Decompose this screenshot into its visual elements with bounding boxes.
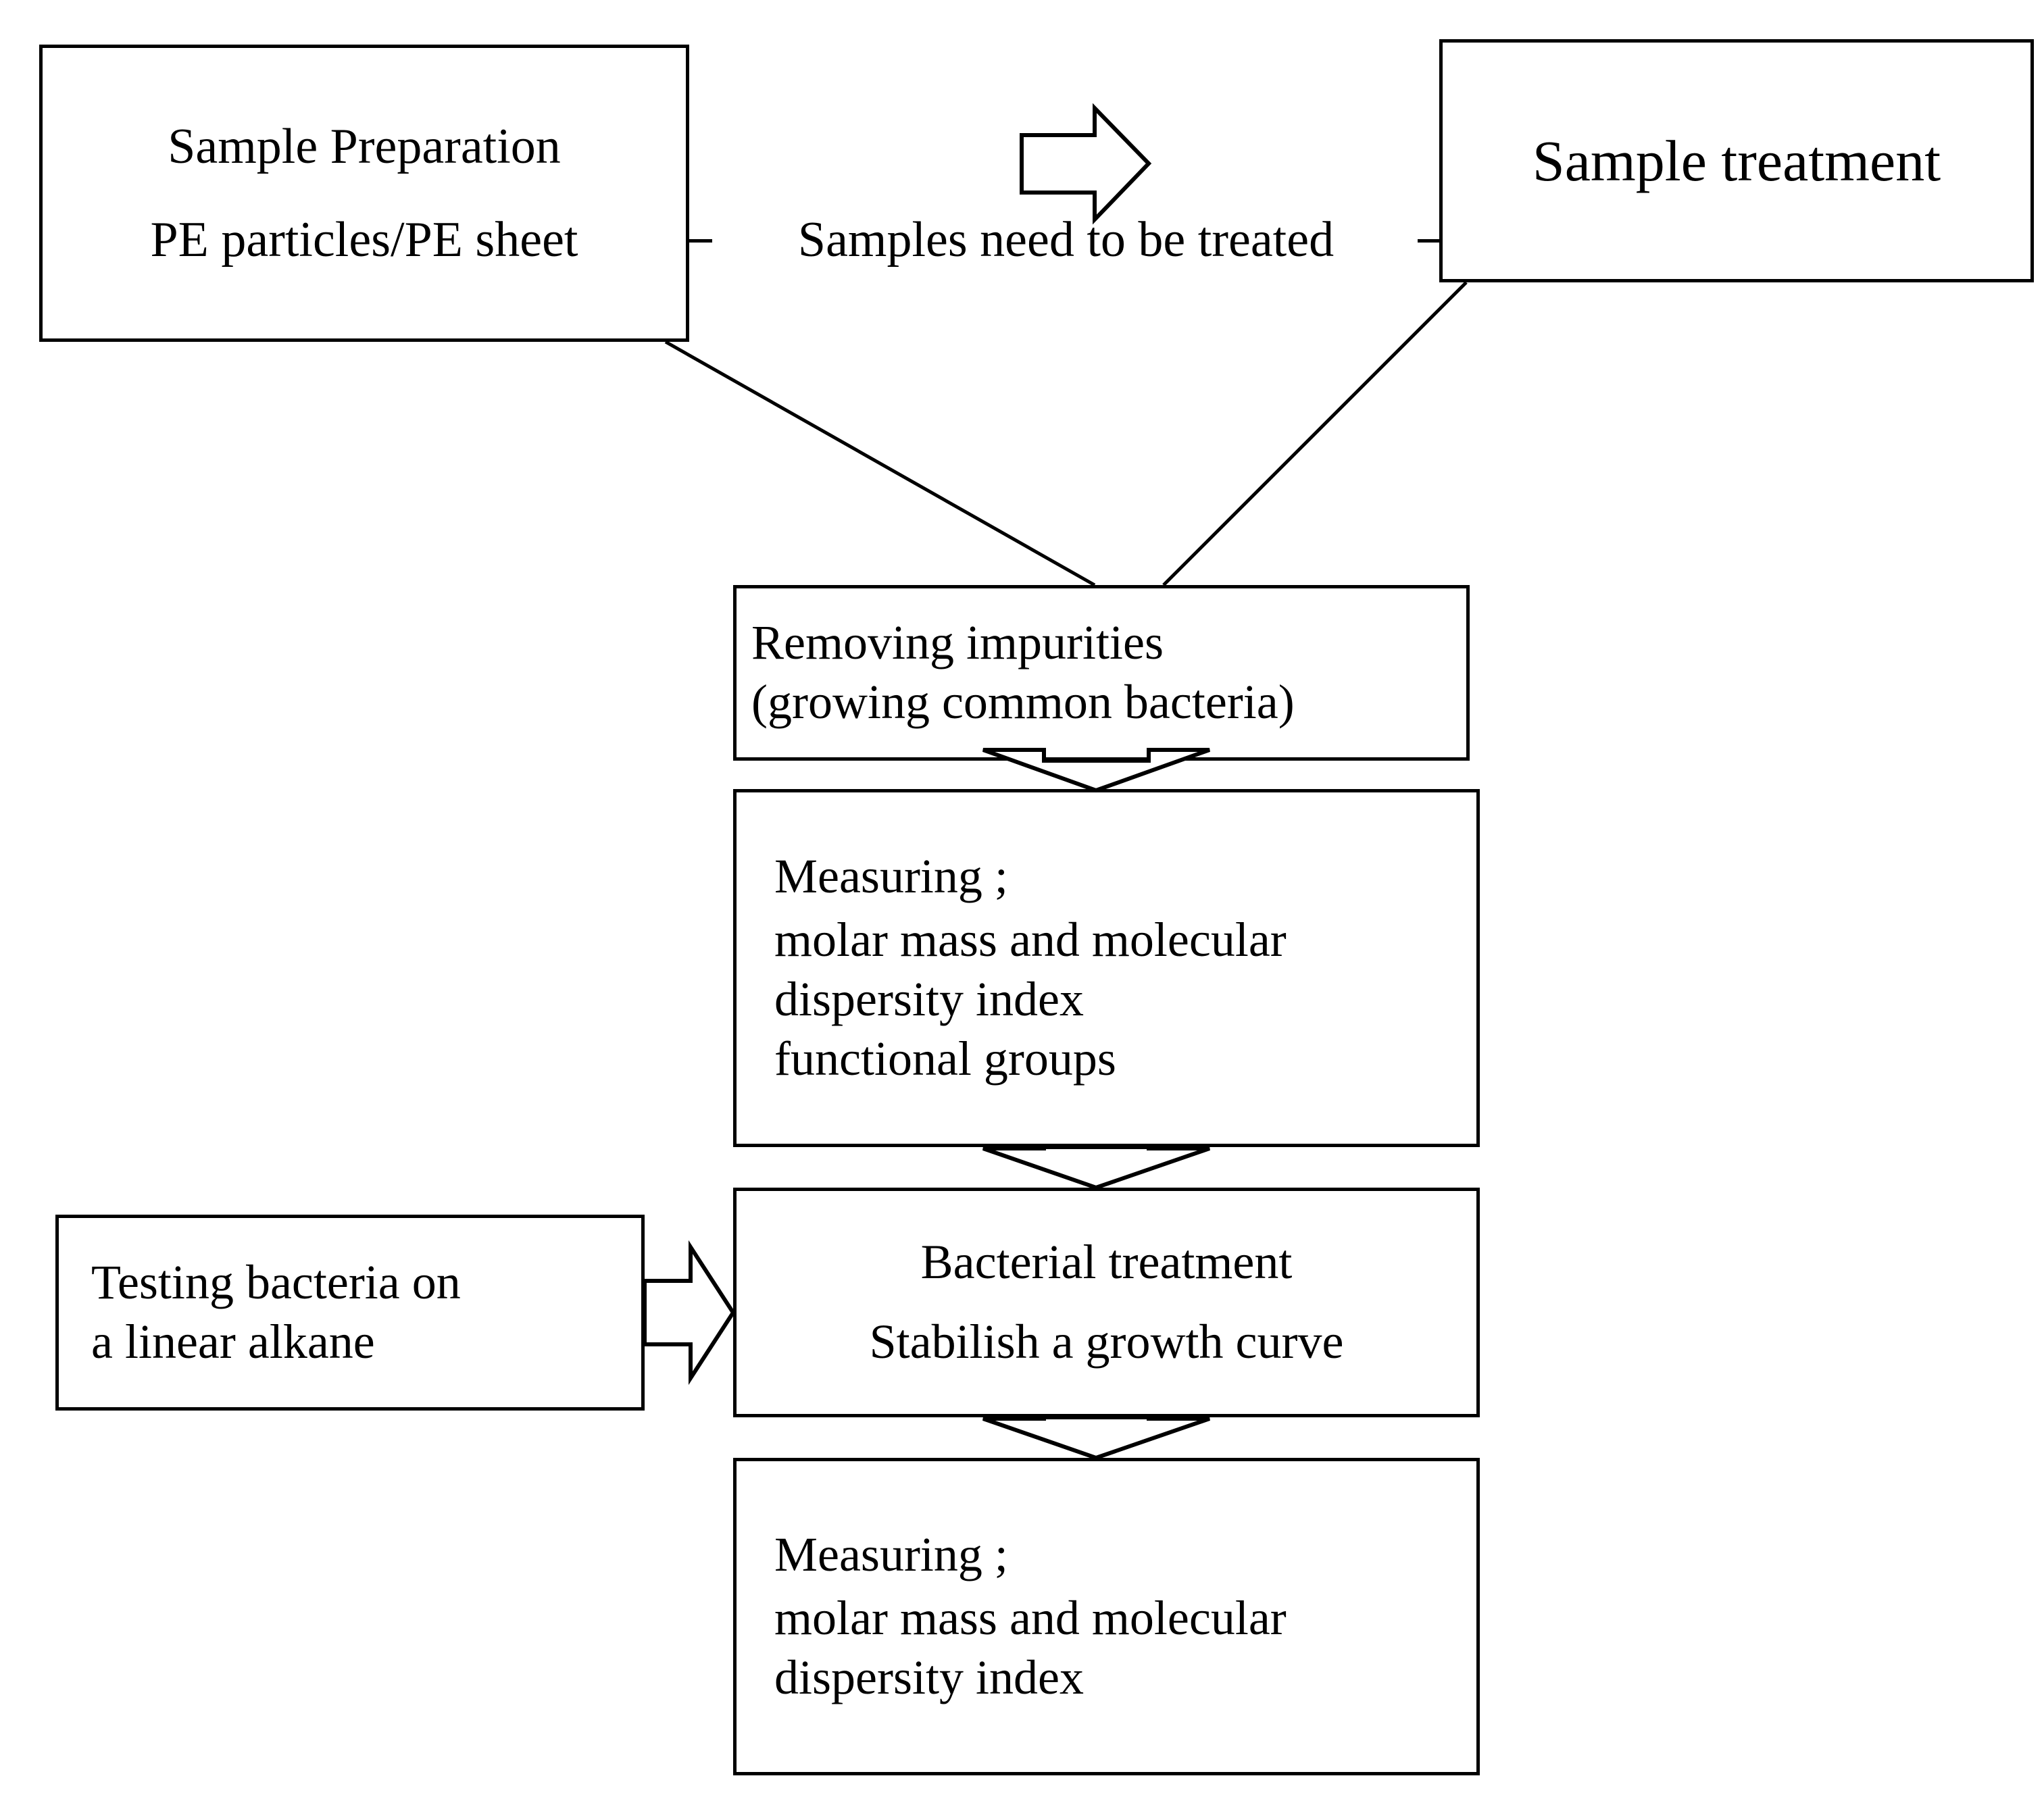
node-bacterial-treatment-line-2: Stabilish a growth curve — [869, 1315, 1344, 1369]
node-measuring-second: Measuring ; molar mass and molecular dis… — [733, 1458, 1480, 1775]
node-removing-impurities: Removing impurities (growing common bact… — [733, 585, 1470, 761]
node-measuring-first: Measuring ; molar mass and molecular dis… — [733, 789, 1480, 1147]
node-measuring-second-line-1: Measuring ; — [774, 1527, 1008, 1582]
node-bacterial-treatment: Bacterial treatment Stabilish a growth c… — [733, 1188, 1480, 1417]
connector-tick-left — [689, 239, 712, 243]
node-bacterial-treatment-line-1: Bacterial treatment — [920, 1235, 1293, 1290]
node-measuring-first-line-2: molar mass and molecular — [774, 913, 1287, 967]
node-removing-impurities-line-2: (growing common bacteria) — [751, 675, 1295, 729]
diagonal-connector-left — [664, 340, 1096, 587]
node-testing-bacteria-line-1: Testing bacteria on — [91, 1255, 461, 1310]
node-measuring-first-line-1: Measuring ; — [774, 849, 1008, 904]
node-measuring-second-line-3: dispersity index — [774, 1650, 1084, 1704]
node-sample-treatment-line-1: Sample treatment — [1532, 128, 1941, 193]
down-block-arrow-measuring-to-bacterial — [982, 1145, 1210, 1190]
node-testing-bacteria-line-2: a linear alkane — [91, 1315, 375, 1369]
node-sample-preparation-line-1: Sample Preparation — [168, 118, 561, 174]
connector-label-samples-need-to-be-treated: Samples need to be treated — [797, 211, 1335, 268]
right-block-arrow-testing-to-bacterial — [643, 1240, 736, 1386]
node-testing-bacteria: Testing bacteria on a linear alkane — [55, 1215, 645, 1411]
node-removing-impurities-line-1: Removing impurities — [751, 615, 1164, 670]
node-sample-treatment: Sample treatment — [1439, 39, 2034, 282]
node-measuring-first-line-4: functional groups — [774, 1031, 1116, 1086]
node-measuring-second-line-2: molar mass and molecular — [774, 1591, 1287, 1646]
node-measuring-first-line-3: dispersity index — [774, 972, 1084, 1026]
node-sample-preparation-line-2: PE particles/PE sheet — [150, 212, 578, 268]
connector-tick-right — [1418, 239, 1441, 243]
diagonal-connector-right — [1162, 281, 1468, 586]
node-sample-preparation: Sample Preparation PE particles/PE sheet — [39, 45, 689, 342]
down-block-arrow-bacterial-to-measuring — [982, 1415, 1210, 1461]
